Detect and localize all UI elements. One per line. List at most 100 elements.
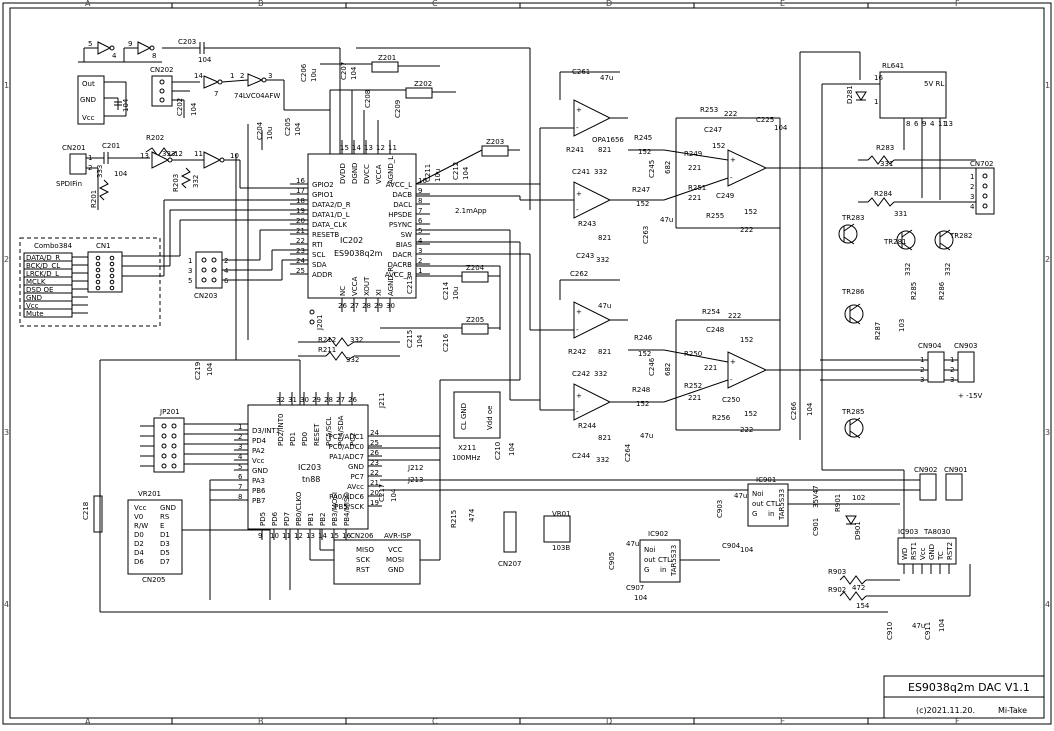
cn205-signal: RS <box>160 513 170 521</box>
cn702-pin <box>982 193 988 199</box>
ic202-pin-num: 20 <box>296 217 305 225</box>
gate-pin: 5 <box>88 40 92 48</box>
relay-pin: 1 <box>874 98 878 106</box>
gate-pin: 13 <box>140 152 149 160</box>
ic202-pin-num: 11 <box>388 144 397 152</box>
cn1-connector[interactable] <box>87 251 123 293</box>
cn904-connector[interactable] <box>927 351 945 383</box>
col-f-bottom: F <box>955 717 960 726</box>
cn903-connector[interactable] <box>957 351 975 383</box>
cn205-connector[interactable] <box>127 499 183 575</box>
jp201-pin <box>171 423 177 429</box>
ic203-pin-name: PC4/SDA <box>337 415 345 446</box>
transistor-ref: TR283 <box>841 214 865 222</box>
cn203-pin <box>201 257 207 263</box>
ic202-pin-name: DATA_CLK <box>312 221 347 229</box>
c249-val: 152 <box>744 208 757 216</box>
cn206-pin: MISO <box>356 546 375 554</box>
cn203-pin-num: 5 <box>188 277 192 285</box>
ic903-part: TA8030 <box>923 528 950 536</box>
col-c-top: C <box>432 0 438 8</box>
cn702-connector[interactable] <box>975 167 995 215</box>
r203-val: 332 <box>192 175 200 188</box>
ic202-pin-name: DGND <box>351 163 359 184</box>
ic903-pin-name: RST1 <box>910 542 918 560</box>
r254-ref: R254 <box>702 308 721 316</box>
c903-val: 47u <box>734 492 747 500</box>
ic203-pin-num: 20 <box>370 489 379 497</box>
cn702-pin-num: 2 <box>970 183 974 191</box>
vr201-pot[interactable] <box>93 495 103 533</box>
ic203-pin-num: 7 <box>238 483 242 491</box>
c266-ref: C266 <box>790 401 798 420</box>
j213-ref: J213 <box>407 476 423 484</box>
cn203-ref: CN203 <box>194 292 218 300</box>
opamp-u1b <box>573 181 612 219</box>
ic203-pin-num: 2 <box>238 433 242 441</box>
c901-val: 35V47 <box>812 485 820 508</box>
ic203-pin-name: PB5/SCK <box>334 503 364 511</box>
cn702-pin <box>982 203 988 209</box>
gate-pin: 1 <box>230 72 234 80</box>
ic203-pin-name: AVcc <box>347 483 364 491</box>
cn203-connector[interactable] <box>195 251 223 289</box>
c209-ref: C209 <box>394 100 402 118</box>
ic203-pin-num: 5 <box>238 463 242 471</box>
title-block: ES9038q2m DAC V1.1 (c)2021.11.20. Mi-Tak… <box>883 675 1045 719</box>
c215-ref: C215 <box>406 330 414 348</box>
ic202-pin-name: XI <box>375 289 383 296</box>
r211-ref: R211 <box>318 346 336 354</box>
cn205-signal: E <box>160 522 164 530</box>
ic203-pin-name: PD7 <box>283 512 291 526</box>
r256-ref: R256 <box>712 414 731 422</box>
ic902-pin-noi: Noi <box>644 546 656 554</box>
cn206-pin: SCK <box>356 556 370 564</box>
c245-val: 682 <box>664 161 672 174</box>
c263-val: 47u <box>660 216 673 224</box>
ic203-pin-name: Vcc <box>252 457 265 465</box>
transistor-ref: TR285 <box>841 408 865 416</box>
ic202-pin-num: 22 <box>296 237 305 245</box>
pin-wire <box>939 229 951 238</box>
jp201-pin <box>171 433 177 439</box>
cn206-connector[interactable] <box>333 539 421 585</box>
vr01-ref: VR01 <box>552 510 571 518</box>
cn901-connector[interactable] <box>945 473 963 501</box>
gate-pin: 10 <box>230 152 239 160</box>
r244-val: 821 <box>598 434 611 442</box>
ic202-pin-name: DATA1/D_L <box>312 211 350 219</box>
opamp-plus: + <box>730 156 736 164</box>
c264-ref: C264 <box>624 443 632 462</box>
relay-label: 5V RL <box>924 80 944 88</box>
d281-diode <box>855 91 867 101</box>
c213-ref: C213 <box>406 276 414 294</box>
c263-ref: C263 <box>642 226 650 244</box>
r248-ref: R248 <box>632 386 650 394</box>
transistor-ref: TR282 <box>949 232 973 240</box>
ic203-pin-name: PD6 <box>271 511 279 526</box>
ic202-pin-name: AVCC_L <box>386 181 412 189</box>
ic203-pin-name: PD0 <box>301 432 309 446</box>
c205-ref: C205 <box>284 118 292 136</box>
r241-val: 821 <box>598 146 611 154</box>
c203-val: 104 <box>198 56 212 64</box>
ic203-pin-num: 26 <box>348 396 357 404</box>
pin-wire <box>939 242 951 251</box>
cn206-pin: MOSI <box>386 556 404 564</box>
vr01-pot[interactable] <box>543 515 571 543</box>
r250-val: 221 <box>704 364 717 372</box>
c241-ref: C241 <box>572 168 590 176</box>
opamp-plus: + <box>576 308 582 316</box>
jp201-header[interactable] <box>153 417 185 473</box>
gate-pin: 7 <box>214 90 218 98</box>
pin-wire <box>849 303 861 312</box>
cn902-connector[interactable] <box>919 473 937 501</box>
ic202-pin-name: PSYNC <box>389 221 412 229</box>
cn206-part: AVR-ISP <box>384 532 411 540</box>
cn207-connector[interactable] <box>503 511 517 553</box>
r242-val: 821 <box>598 348 611 356</box>
c217-val: 104 <box>390 488 398 502</box>
ic202-pin-num: 27 <box>350 302 359 310</box>
cn201-connector[interactable] <box>69 153 87 175</box>
